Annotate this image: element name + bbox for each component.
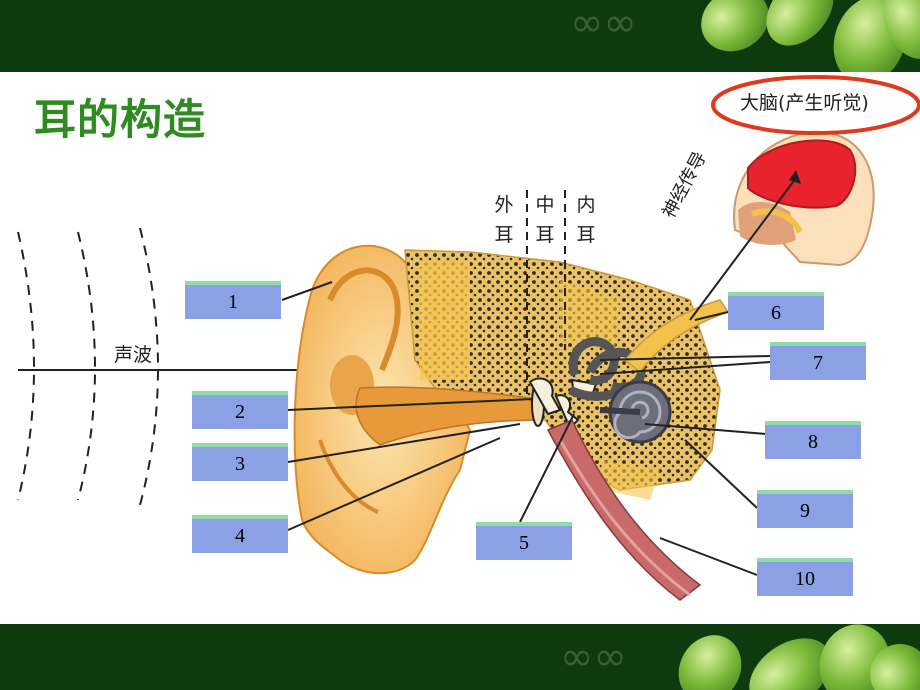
outer-ear-zone-label: 外耳 <box>494 194 514 246</box>
footer-band: ∞∞ <box>0 624 920 690</box>
marker-box-5: 5 <box>476 522 572 560</box>
sound-arrow <box>18 364 344 376</box>
eustachian-tube-drawing <box>546 419 702 601</box>
marker-box-4: 4 <box>192 515 288 553</box>
sound-waves <box>17 227 159 506</box>
nerve-arrow <box>689 170 801 321</box>
cochlea-drawing <box>599 380 672 444</box>
marker-box-1: 1 <box>185 281 281 319</box>
swirl-ornament-icon: ∞∞ <box>560 634 627 680</box>
slide-title: 耳的构造 <box>34 95 207 144</box>
middle-ear-zone-label: 中耳 <box>535 194 555 246</box>
head-drawing <box>733 130 875 267</box>
marker-box-8: 8 <box>765 421 861 459</box>
marker-box-3: 3 <box>192 443 288 481</box>
brain-label: 大脑(产生听觉) <box>740 92 869 114</box>
marker-box-6: 6 <box>728 292 824 330</box>
header-band: ∞∞ <box>0 0 920 72</box>
leader-lines <box>281 281 771 576</box>
marker-box-9: 9 <box>757 490 853 528</box>
sound-wave <box>77 231 96 501</box>
brain-highlight-ring <box>711 75 920 135</box>
swirl-ornament-icon: ∞∞ <box>570 0 637 46</box>
brain-icon <box>747 139 857 209</box>
marker-box-2: 2 <box>192 391 288 429</box>
inner-ear-zone-label: 内耳 <box>576 194 596 246</box>
zone-dividers <box>526 190 566 400</box>
sound-wave-label: 声波 <box>114 344 153 366</box>
marker-box-7: 7 <box>770 342 866 380</box>
marker-box-10: 10 <box>757 558 853 596</box>
sound-wave <box>139 227 159 506</box>
sound-wave <box>17 231 35 501</box>
